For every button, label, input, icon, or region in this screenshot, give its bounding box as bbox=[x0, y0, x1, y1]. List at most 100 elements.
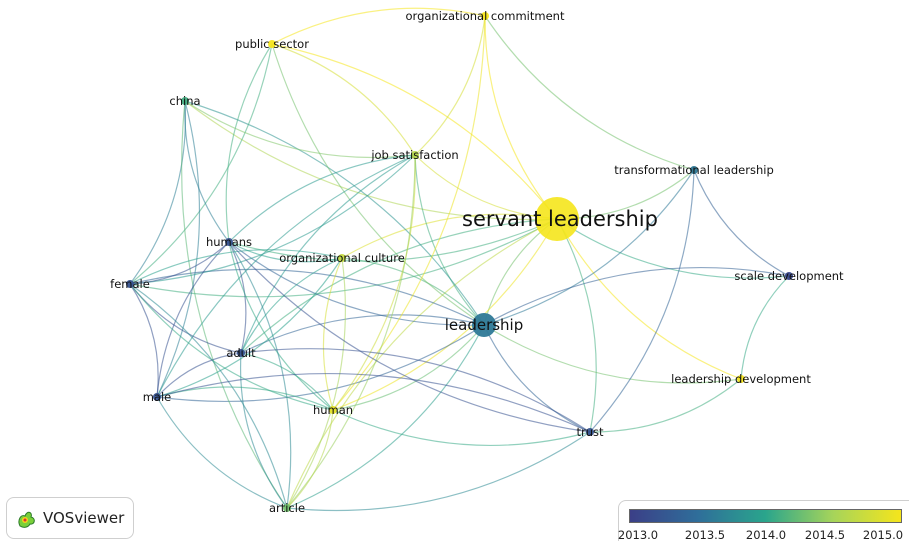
node-leadership-development[interactable] bbox=[737, 375, 745, 383]
network-link bbox=[556, 218, 597, 433]
network-link bbox=[286, 218, 558, 509]
label-article[interactable]: article bbox=[269, 501, 305, 515]
network-link bbox=[271, 43, 416, 156]
network-link bbox=[556, 218, 742, 380]
network-link bbox=[332, 409, 591, 446]
node-china[interactable] bbox=[181, 97, 189, 105]
node-organizational-commitment[interactable] bbox=[481, 12, 489, 20]
network-link bbox=[228, 241, 247, 354]
network-link bbox=[332, 218, 558, 411]
network-link bbox=[693, 169, 790, 277]
label-humans[interactable]: humans bbox=[206, 235, 252, 249]
network-link bbox=[483, 169, 695, 326]
label-leadership[interactable]: leadership bbox=[445, 316, 524, 334]
network-link bbox=[228, 218, 558, 262]
node-transformational-leadership[interactable] bbox=[690, 166, 698, 174]
color-scale-bar bbox=[629, 509, 902, 523]
network-link bbox=[414, 15, 486, 156]
network-links bbox=[129, 7, 790, 512]
label-trust[interactable]: trust bbox=[576, 425, 604, 439]
network-link bbox=[332, 324, 485, 411]
network-link bbox=[271, 43, 485, 326]
network-link bbox=[129, 154, 416, 285]
node-humans[interactable] bbox=[225, 238, 233, 246]
network-link bbox=[483, 324, 591, 433]
network-link bbox=[332, 154, 416, 411]
label-male[interactable]: male bbox=[143, 390, 172, 404]
label-scale-development[interactable]: scale development bbox=[734, 269, 844, 283]
network-link bbox=[156, 396, 288, 509]
label-china[interactable]: china bbox=[169, 94, 200, 108]
node-human[interactable] bbox=[329, 406, 337, 414]
node-female[interactable] bbox=[126, 280, 134, 288]
node-trust[interactable] bbox=[586, 428, 594, 436]
network-link bbox=[240, 348, 591, 433]
network-link bbox=[156, 241, 230, 398]
network-link bbox=[129, 283, 159, 398]
network-link bbox=[156, 154, 416, 398]
legend-tick: 2014.5 bbox=[804, 528, 846, 542]
network-link bbox=[228, 241, 292, 509]
network-link bbox=[225, 43, 273, 243]
network-link bbox=[228, 241, 334, 411]
label-public-sector[interactable]: public sector bbox=[235, 37, 309, 51]
network-link bbox=[228, 241, 591, 433]
network-link bbox=[483, 324, 742, 384]
network-link bbox=[240, 257, 343, 354]
node-leadership[interactable] bbox=[472, 313, 496, 337]
node-article[interactable] bbox=[283, 504, 291, 512]
label-leadership-development[interactable]: leadership development bbox=[671, 372, 811, 386]
network-link bbox=[156, 100, 201, 398]
node-job-satisfaction[interactable] bbox=[411, 151, 419, 159]
network-link bbox=[240, 352, 334, 411]
network-link bbox=[181, 100, 288, 509]
label-organizational-culture[interactable]: organizational culture bbox=[279, 251, 405, 265]
label-female[interactable]: female bbox=[110, 277, 150, 291]
network-link bbox=[129, 268, 485, 326]
legend-tick: 2015.0 bbox=[862, 528, 904, 542]
node-adult[interactable] bbox=[237, 349, 245, 357]
network-link bbox=[129, 100, 187, 285]
network-link bbox=[332, 15, 486, 411]
network-link bbox=[322, 257, 343, 411]
node-scale-development[interactable] bbox=[785, 272, 793, 280]
network-nodes bbox=[126, 12, 793, 512]
network-link bbox=[286, 154, 416, 509]
node-public-sector[interactable] bbox=[268, 40, 276, 48]
network-link bbox=[240, 314, 485, 354]
network-link bbox=[228, 154, 416, 243]
legend-tick: 2014.0 bbox=[745, 528, 787, 542]
app-name: VOSviewer bbox=[43, 509, 125, 527]
network-link bbox=[341, 213, 558, 259]
label-organizational-commitment[interactable]: organizational commitment bbox=[406, 9, 565, 23]
network-labels: servant leadership leadership organization… bbox=[110, 9, 844, 515]
network-link bbox=[156, 324, 485, 403]
network-link bbox=[240, 154, 416, 354]
vosviewer-logo[interactable]: VOSviewer bbox=[6, 497, 134, 539]
label-transformational-leadership[interactable]: transformational leadership bbox=[614, 163, 774, 177]
network-link bbox=[156, 352, 242, 398]
node-servant-leadership[interactable] bbox=[535, 197, 579, 241]
network-link bbox=[484, 15, 558, 220]
vosviewer-logo-icon bbox=[18, 511, 35, 528]
network-link bbox=[740, 275, 790, 380]
color-legend: 2013.0 2013.5 2014.0 2014.5 2015.0 bbox=[617, 500, 909, 542]
network-link bbox=[286, 257, 346, 509]
network-link bbox=[184, 100, 416, 159]
label-job-satisfaction[interactable]: job satisfaction bbox=[370, 148, 458, 162]
node-organizational-culture[interactable] bbox=[338, 254, 346, 262]
network-link bbox=[286, 431, 591, 512]
legend-tick: 2013.0 bbox=[617, 528, 659, 542]
network-link bbox=[184, 100, 558, 221]
label-adult[interactable]: adult bbox=[226, 346, 256, 360]
label-human[interactable]: human bbox=[313, 403, 353, 417]
node-male[interactable] bbox=[153, 393, 161, 401]
network-link bbox=[589, 169, 695, 433]
network-link bbox=[414, 154, 485, 326]
label-servant-leadership[interactable]: servant leadership bbox=[462, 207, 658, 231]
network-link bbox=[484, 15, 695, 171]
network-link bbox=[129, 241, 230, 285]
network-link bbox=[129, 43, 273, 285]
network-link bbox=[341, 257, 485, 326]
